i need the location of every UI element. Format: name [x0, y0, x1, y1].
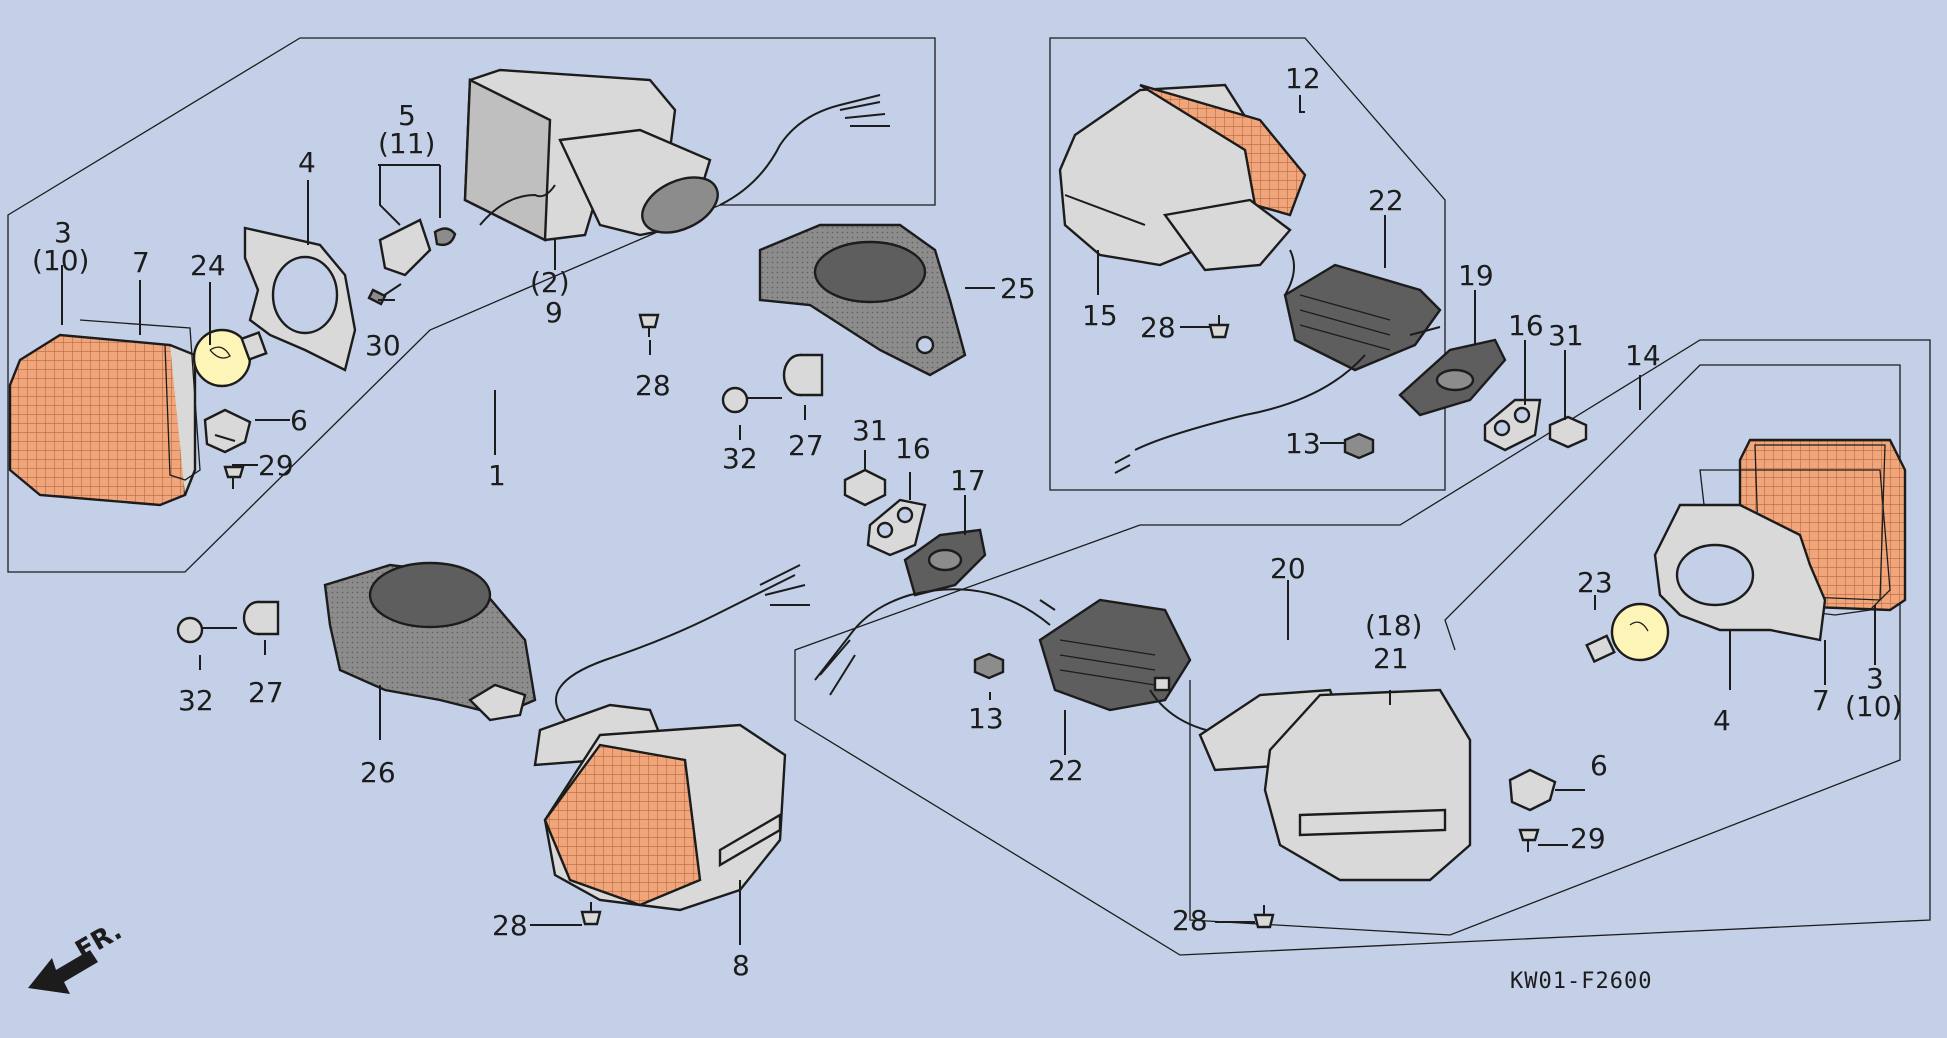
label-3-right[interactable]: 3	[1866, 662, 1884, 695]
leader-lines	[61, 95, 1876, 945]
nut-icon[interactable]	[843, 468, 887, 507]
label-20[interactable]: 20	[1270, 552, 1306, 585]
label-32-a[interactable]: 32	[722, 442, 758, 475]
front-left-housing[interactable]	[463, 68, 890, 244]
clip-icon[interactable]	[203, 408, 252, 454]
label-22-b[interactable]: 22	[1048, 754, 1084, 787]
bulb-icon[interactable]	[1585, 602, 1670, 664]
screw-icon[interactable]	[638, 313, 660, 337]
screw-icon[interactable]	[223, 465, 245, 489]
label-27-a[interactable]: 27	[788, 429, 824, 462]
rubber-cushion-19[interactable]	[1398, 338, 1507, 417]
label-2[interactable]: (2)	[530, 266, 570, 299]
label-31-b[interactable]: 31	[1548, 319, 1584, 352]
relay-22-rear[interactable]	[814, 588, 1236, 736]
label-6-left[interactable]: 6	[290, 404, 308, 437]
screw-icon[interactable]	[580, 902, 602, 926]
label-13-a[interactable]: 13	[1285, 427, 1321, 460]
label-10-left[interactable]: (10)	[32, 244, 89, 277]
label-22-a[interactable]: 22	[1368, 184, 1404, 217]
part-labels: 1 (2) 9 3 (10) 7 24 4 5 (11) 30 6 29 28 …	[32, 62, 1902, 982]
label-8[interactable]: 8	[732, 949, 750, 982]
nut-icon[interactable]	[1548, 415, 1588, 449]
bolt-icon[interactable]	[721, 386, 782, 414]
label-5[interactable]: 5	[398, 99, 416, 132]
mount-bracket-25[interactable]	[758, 223, 967, 377]
arrow-icon: FR.	[28, 916, 127, 994]
rubber-cushion-17[interactable]	[903, 528, 987, 597]
group-outline-front-right	[1049, 37, 1446, 491]
label-26[interactable]: 26	[360, 756, 396, 789]
label-12[interactable]: 12	[1285, 62, 1321, 95]
label-11[interactable]: (11)	[378, 127, 435, 160]
bulb-icon[interactable]	[192, 328, 268, 388]
group-outline-rear-right	[794, 339, 1931, 956]
rear-right-winker-body[interactable]	[1198, 688, 1472, 882]
front-left-lens[interactable]	[8, 333, 197, 507]
label-24[interactable]: 24	[190, 249, 226, 282]
washer-plate-16-center[interactable]	[866, 498, 927, 557]
reflector-bracket-4-left[interactable]	[243, 226, 357, 372]
clip-icon[interactable]	[1508, 768, 1557, 812]
washer-plate-16-right[interactable]	[1483, 398, 1542, 452]
nut-icon[interactable]	[973, 652, 1005, 680]
screw-icon[interactable]	[1518, 828, 1540, 852]
label-17[interactable]: 17	[950, 464, 986, 497]
socket-5-left[interactable]	[378, 218, 457, 277]
label-27-b[interactable]: 27	[248, 676, 284, 709]
label-18[interactable]: (18)	[1365, 609, 1422, 642]
label-28-d[interactable]: 28	[1172, 904, 1208, 937]
label-6-right[interactable]: 6	[1590, 749, 1608, 782]
label-3-left[interactable]: 3	[54, 216, 72, 249]
label-15[interactable]: 15	[1082, 299, 1118, 332]
nut-icon[interactable]	[1343, 432, 1375, 460]
label-14[interactable]: 14	[1625, 339, 1661, 372]
front-right-winker-body[interactable]	[1058, 83, 1307, 272]
label-25[interactable]: 25	[1000, 272, 1036, 305]
label-19[interactable]: 19	[1458, 259, 1494, 292]
label-4-right[interactable]: 4	[1713, 704, 1731, 737]
label-23[interactable]: 23	[1577, 566, 1613, 599]
label-9[interactable]: 9	[545, 296, 563, 329]
label-32-b[interactable]: 32	[178, 684, 214, 717]
screw-icon[interactable]	[1208, 315, 1230, 339]
collar-icon[interactable]	[242, 600, 280, 636]
label-1[interactable]: 1	[488, 459, 506, 492]
reflector-bracket-4-right[interactable]	[1653, 503, 1827, 642]
label-29-left[interactable]: 29	[258, 449, 294, 482]
bolt-icon[interactable]	[176, 616, 237, 644]
label-7-left[interactable]: 7	[132, 246, 150, 279]
label-31-a[interactable]: 31	[852, 414, 888, 447]
label-28-b[interactable]: 28	[492, 909, 528, 942]
mount-bracket-26[interactable]	[323, 561, 537, 722]
label-29-right[interactable]: 29	[1570, 822, 1606, 855]
label-28-c[interactable]: 28	[1140, 311, 1176, 344]
diagram-code: KW01-F2600	[1510, 969, 1652, 994]
relay-22-front[interactable]	[1114, 249, 1442, 474]
label-10-right[interactable]: (10)	[1845, 690, 1902, 723]
label-16-b[interactable]: 16	[1508, 309, 1544, 342]
label-7-right[interactable]: 7	[1812, 684, 1830, 717]
label-30[interactable]: 30	[365, 329, 401, 362]
label-16-a[interactable]: 16	[895, 432, 931, 465]
screw-icon[interactable]	[1253, 905, 1275, 929]
label-4-left[interactable]: 4	[298, 146, 316, 179]
label-13-b[interactable]: 13	[968, 702, 1004, 735]
collar-icon[interactable]	[782, 353, 824, 397]
label-28-a[interactable]: 28	[635, 369, 671, 402]
rear-left-winker-body[interactable]	[533, 564, 810, 912]
label-21[interactable]: 21	[1373, 642, 1409, 675]
gasket-7-left[interactable]	[79, 319, 201, 481]
